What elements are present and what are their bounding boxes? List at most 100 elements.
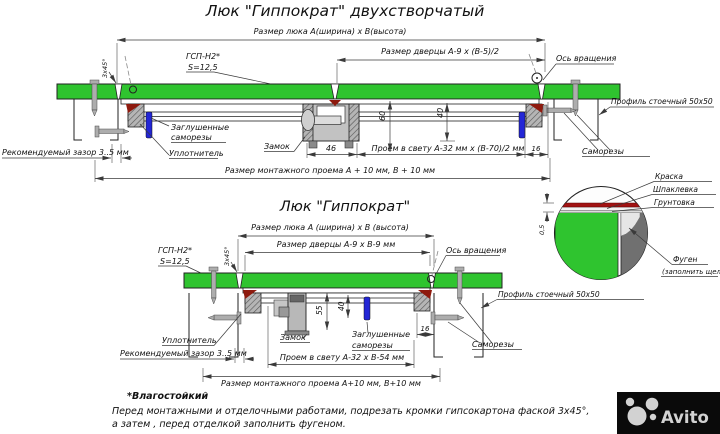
hinge-wedge — [126, 104, 141, 113]
top-profile-callout: Профиль стоечный 50х50 — [598, 97, 714, 116]
top-plugged-label-1: Заглушенные — [171, 123, 229, 132]
detail-fugen-label-1: Фуген — [673, 255, 697, 264]
top-dim-40: 40 — [436, 103, 455, 142]
top-dim-clear-label: Проем в свету А-32 мм х (В-70)/2 мм — [372, 144, 525, 153]
top-board-thickness: S=12,5 — [188, 63, 218, 72]
top-dim-door: Размер дверцы А-9 х (В-5)/2 — [336, 47, 545, 83]
hinge-wedge — [243, 290, 257, 299]
detail-board — [554, 211, 619, 280]
top-dim-46-label: 46 — [326, 144, 336, 153]
top-gypsum-board — [56, 83, 621, 100]
top-stud-left — [73, 79, 130, 141]
top-chamfer-label: 3х45° — [101, 58, 109, 78]
lock-handle — [301, 109, 315, 131]
detail-paint-label: Краска — [655, 172, 683, 181]
detail-primer-layer — [554, 210, 644, 213]
top-drawing: Люк "Гиппократ" двухстворчатый Размер лю… — [2, 2, 714, 182]
bottom-plugged-label-2: саморезы — [352, 341, 393, 350]
top-gap-label: Рекомендуемый зазор 3..5 мм — [2, 148, 129, 157]
bottom-dim-mount-label: Размер монтажного проема А+10 мм, В+10 м… — [221, 379, 421, 388]
top-dim-clear: Проем в свету А-32 мм х (В-70)/2 мм — [357, 127, 526, 158]
bottom-dim-door: Размер дверцы А-9 х В-9 мм — [244, 240, 431, 271]
bottom-dim-16: 16 — [416, 313, 434, 338]
top-dim-16: 16 — [525, 102, 549, 158]
plugged-screw — [518, 111, 526, 139]
top-seal-callout: Уплотнитель — [139, 123, 224, 159]
detail-paint-layer — [554, 202, 644, 208]
lock-handle — [278, 306, 290, 318]
top-dim-40-label: 40 — [436, 108, 445, 118]
bottom-drawing: Люк "Гиппократ" Размер люка А (ширина) х… — [120, 199, 644, 388]
detail-view: Краска Шпаклевка Грунтовка Фуген (заполн… — [538, 172, 720, 281]
bottom-dim-16-label: 16 — [421, 325, 430, 333]
detail-primer-label: Грунтовка — [654, 198, 695, 207]
top-dim-hatch-label: Размер люка А(ширина) х В(высота) — [254, 27, 407, 36]
bottom-dim-door-label: Размер дверцы А-9 х В-9 мм — [277, 240, 395, 249]
bottom-seal-label: Уплотнитель — [162, 336, 217, 345]
bottom-lock-label: Замок — [280, 333, 306, 342]
hinge-wedge — [418, 290, 432, 299]
top-plugged-callout: Заглушенные саморезы — [150, 117, 229, 143]
bottom-dim-40: 40 — [337, 295, 351, 318]
bottom-seal-callout: Уплотнитель — [162, 313, 242, 346]
screw-head — [208, 266, 219, 272]
top-chamfer-callout: 3х45° — [101, 58, 117, 84]
plugged-screw — [363, 296, 371, 321]
bottom-dim-mount: Размер монтажного проема А+10 мм, В+10 м… — [202, 368, 441, 388]
top-stud-right — [542, 79, 599, 141]
bottom-axis-label: Ось вращения — [446, 246, 507, 255]
bottom-gap-label: Рекомендуемый зазор 3..5 мм — [120, 349, 247, 358]
footnotes: *Влагостойкий Перед монтажными и отделоч… — [112, 391, 589, 430]
detail-putty-label: Шпаклевка — [653, 185, 698, 194]
bottom-door-frame — [242, 287, 432, 321]
top-seal-label: Уплотнитель — [169, 149, 224, 158]
bottom-stud-right — [430, 266, 484, 358]
bottom-chamfer-callout: 3х45° — [223, 246, 238, 273]
detail-thickness-label: 0,5 — [538, 225, 546, 235]
bottom-dim-55: 55 — [315, 293, 330, 330]
bottom-dim-40-label: 40 — [337, 301, 346, 311]
screw-head — [570, 79, 581, 85]
note-line-2: а затем , перед отделкой заполнить фуген… — [112, 419, 346, 430]
bottom-dim-clear-label: Проем в свету А-32 х В-54 мм — [280, 353, 404, 362]
chamfer-gap — [235, 272, 244, 289]
chamfer-gap — [114, 83, 123, 100]
top-lock-label: Замок — [264, 142, 290, 151]
bottom-board-label: ГСП-Н2* — [158, 246, 192, 255]
top-axis-callout: Ось вращения — [542, 54, 617, 81]
avito-watermark: Avito — [617, 392, 720, 434]
bottom-board-thickness: S=12,5 — [160, 257, 190, 266]
bottom-screws-callout: Саморезы — [447, 302, 522, 350]
top-gap-callout: Рекомендуемый зазор 3..5 мм — [2, 144, 132, 163]
plugged-screw — [145, 111, 153, 139]
top-dim-door-label: Размер дверцы А-9 х (В-5)/2 — [381, 47, 499, 56]
bottom-gap-callout: Рекомендуемый зазор 3..5 мм — [120, 348, 254, 363]
top-plugged-label-2: саморезы — [171, 133, 212, 142]
screw-head — [89, 79, 100, 85]
avito-brand-text: Avito — [661, 408, 709, 427]
bottom-hinge — [427, 250, 439, 283]
top-axis-label: Ось вращения — [556, 54, 617, 63]
top-profile-label: Профиль стоечный 50х50 — [611, 97, 713, 106]
chamfer-gap — [537, 83, 546, 100]
bottom-gypsum-board — [183, 272, 503, 289]
top-dim-60: 60 — [378, 101, 393, 152]
top-board-label: ГСП-Н2* — [186, 52, 220, 61]
top-hinge-right — [528, 53, 543, 84]
top-screws-callout: Саморезы — [563, 112, 650, 157]
bottom-profile-label: Профиль стоечный 50х50 — [498, 290, 600, 299]
screw-head — [454, 266, 465, 272]
bottom-dim-clear: Проем в свету А-32 х В-54 мм — [267, 306, 415, 368]
bottom-plugged-callout: Заглушенные саморезы — [352, 321, 410, 351]
note-line-1: Перед монтажными и отделочными работами,… — [112, 406, 589, 417]
note-moisture: *Влагостойкий — [127, 391, 208, 402]
bottom-dim-55-label: 55 — [315, 305, 324, 315]
bottom-dim-hatch: Размер люка А (ширина) х В (высота) — [237, 223, 435, 271]
top-dim-46: 46 — [306, 143, 358, 158]
top-screws-label: Саморезы — [582, 147, 624, 156]
detail-fugen-label-2: (заполнить щели) — [662, 268, 720, 276]
bottom-dim-hatch-label: Размер люка А (ширина) х В (высота) — [251, 223, 409, 232]
bottom-profile-callout: Профиль стоечный 50х50 — [480, 290, 644, 309]
top-lock-callout: Замок — [264, 136, 306, 152]
top-dim-mount-label: Размер монтажного проема А + 10 мм, В + … — [225, 166, 435, 175]
